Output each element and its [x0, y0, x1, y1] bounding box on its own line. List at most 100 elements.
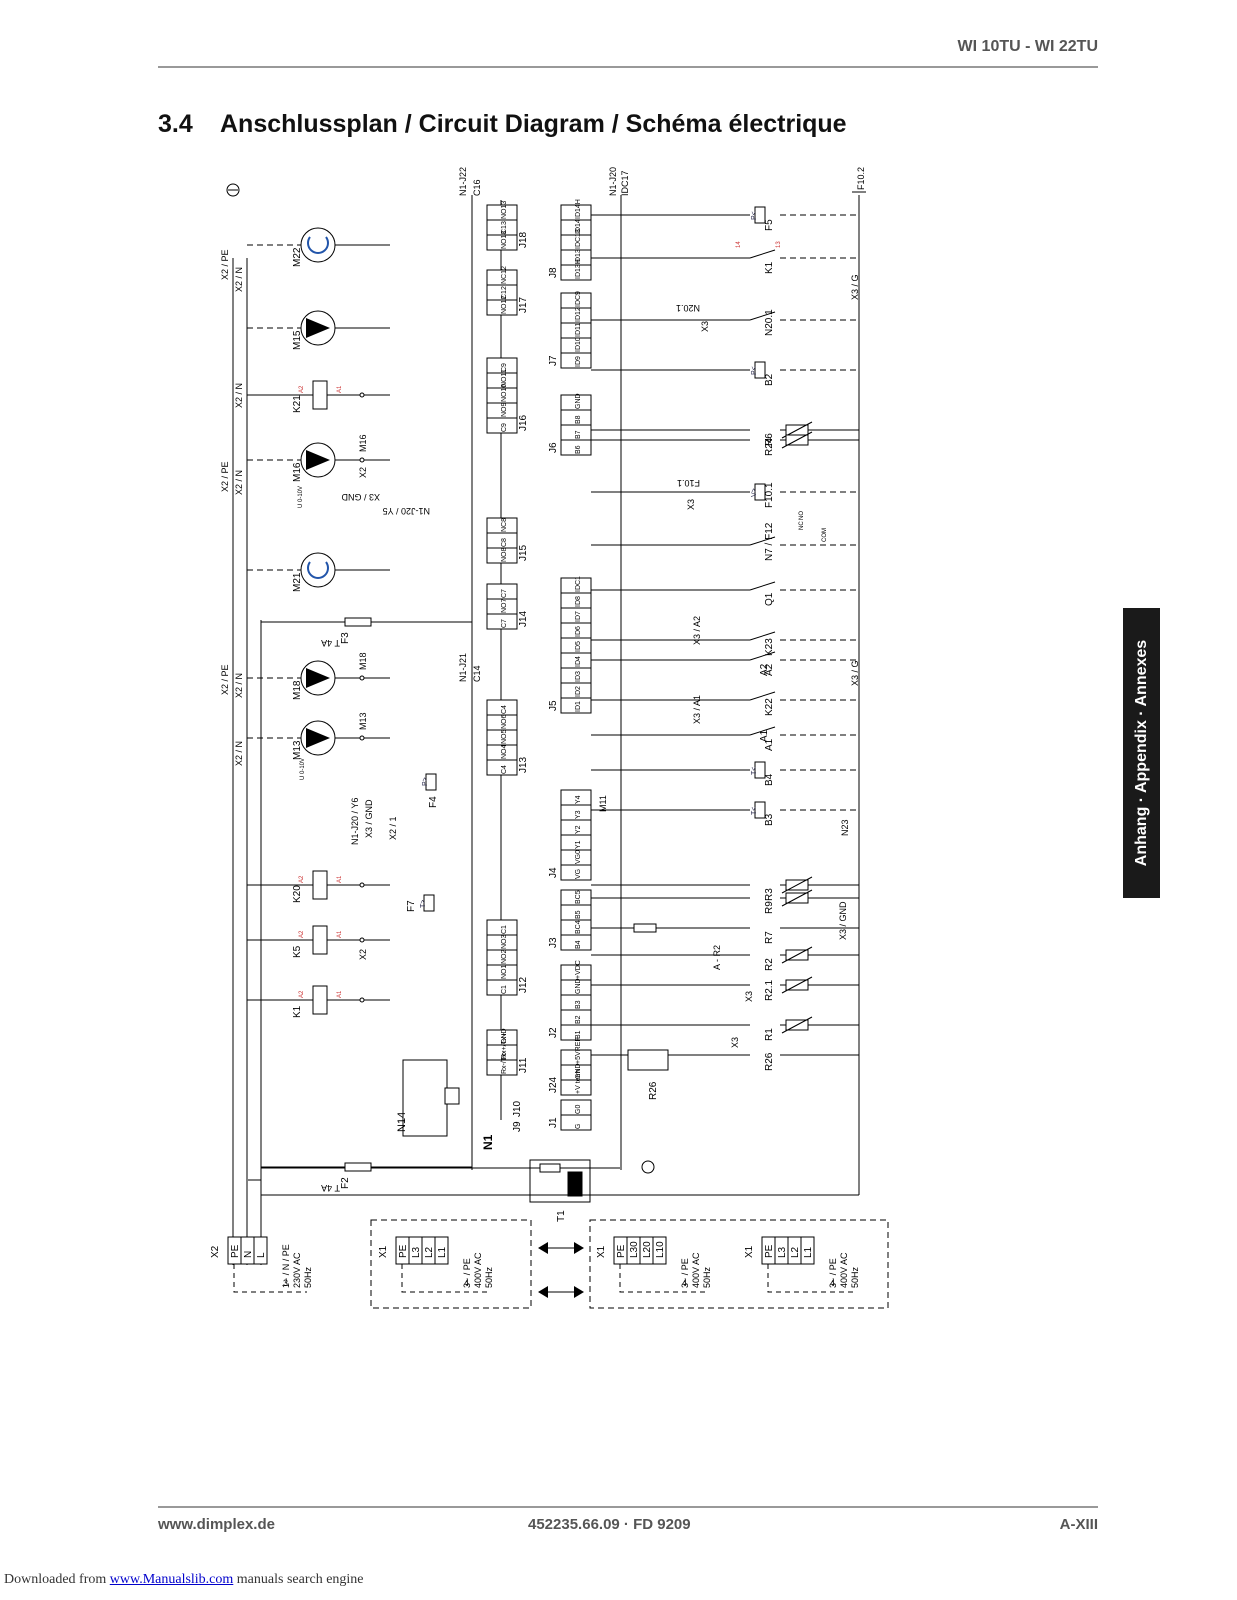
label-x3-a2: X3 / A2 — [692, 616, 702, 645]
terminal-pin-label: IDC9 — [575, 291, 582, 307]
terminal-block — [486, 583, 518, 630]
switch-box — [754, 761, 766, 779]
label-a-r2: A - R2 — [712, 945, 722, 970]
terminal-pin-label: IDC13 — [575, 229, 582, 249]
appendix-side-tab-label: Anhang · Appendix · Annexes — [1132, 639, 1150, 867]
terminal-pin-label: GND — [575, 978, 582, 994]
component-label: R2.1 — [764, 979, 775, 1001]
label-n1-j21: N1-J21 — [458, 653, 468, 682]
component-label: N7 / F12 — [764, 522, 775, 561]
switch-symbol: P< — [751, 211, 758, 220]
fuse-rating: T 4A — [321, 638, 340, 648]
transformer-fuse — [539, 1163, 561, 1173]
option-frame — [370, 1219, 532, 1309]
cable-number: 4 — [464, 1278, 469, 1288]
contact-switch — [749, 631, 776, 641]
terminal-pin-label: B8 — [575, 415, 582, 424]
switch-symbol: T> — [420, 900, 427, 908]
manualslib-link[interactable]: www.Manualslib.com — [109, 1572, 234, 1587]
terminal-block-name: J12 — [518, 976, 529, 993]
label-x2-pe: X2 / PE — [220, 249, 230, 280]
terminal-pin-label: NO8 — [501, 548, 508, 563]
supply-pin — [652, 1236, 667, 1265]
supply-cable — [233, 1264, 307, 1293]
label-x3: X3 — [700, 321, 710, 332]
terminal-pin-label: C13 — [501, 221, 508, 234]
switch-box — [423, 894, 435, 912]
terminal-pin-label: NO13 — [501, 231, 508, 249]
label-x2-n: X2 / N — [234, 741, 244, 766]
terminal-pin-label: B4 — [575, 940, 582, 949]
contact-switch — [749, 726, 776, 736]
label-n1-j20-y6: N1-J20 / Y6 — [350, 798, 360, 845]
label-x2: X2 — [358, 949, 368, 960]
component-label: M18 — [292, 680, 303, 700]
component-label: F10.1 — [764, 482, 775, 508]
terminal-block — [486, 269, 518, 316]
label-x2-pe: X2 / PE — [220, 461, 230, 492]
coil-terminal-label: A2 — [299, 930, 305, 938]
supply-pin-label: PE — [616, 1244, 627, 1258]
terminal-pin-label: B5 — [575, 910, 582, 919]
component-label: M18 — [358, 652, 368, 670]
terminal-block-name: J17 — [518, 296, 529, 313]
component-label: K5 — [292, 945, 303, 958]
label-idc17: IDC17 — [620, 170, 630, 196]
label-x3-g: X3 / G — [850, 660, 860, 686]
terminal-pin-label: NC8 — [501, 518, 508, 532]
component-label: K23 — [764, 638, 775, 656]
transformer-label: T1 — [556, 1210, 567, 1222]
terminal-dot — [359, 937, 365, 943]
document-model-header: WI 10TU - WI 22TU — [957, 38, 1098, 55]
resistor-symbol — [633, 923, 657, 933]
terminal-pin-label: ID3 — [575, 671, 582, 682]
motor-arrow — [307, 561, 329, 579]
supply-spec: 50Hz — [484, 1266, 494, 1288]
terminal-block-name: J2 — [548, 1027, 559, 1038]
coil-terminal-label: A2 — [299, 385, 305, 393]
component-label: R26 — [764, 1052, 775, 1071]
terminal-pin-label: +5VREF — [575, 1037, 582, 1064]
label-x2-1: X2 / 1 — [388, 816, 398, 840]
terminal-pin-label: C9 — [501, 423, 508, 432]
terminal-pin-label: C4 — [501, 705, 508, 714]
terminal-block — [560, 292, 592, 369]
terminal-block-name: J9 — [512, 1121, 523, 1132]
terminal-pin-label: NO10 — [501, 384, 508, 402]
terminal-pin-label: C4 — [501, 765, 508, 774]
terminal-pin-label: NO9 — [501, 403, 508, 418]
pump-triangle — [306, 668, 330, 688]
supply-pin-label: L1 — [803, 1246, 814, 1258]
component-label: N20.1 — [764, 309, 775, 336]
switch-symbol: T< — [751, 767, 758, 775]
terminal-pin-label: Y1 — [575, 840, 582, 849]
display-connector — [444, 1087, 460, 1105]
component-label: K1 — [292, 1005, 303, 1018]
terminal-block-name: J15 — [518, 544, 529, 561]
sensor-diagonal — [781, 889, 813, 907]
component-label: K21 — [292, 395, 303, 413]
label-u-0-10v: U 0-10V — [298, 486, 304, 508]
terminal-dot — [359, 675, 365, 681]
supply-pin-label: N — [243, 1251, 254, 1258]
terminal-pin-label: B1 — [575, 1030, 582, 1039]
footer-document-number: 452235.66.09 · FD 9209 — [528, 1516, 691, 1533]
terminal-pin-label: ID1 — [575, 701, 582, 712]
switch-box — [754, 206, 766, 224]
terminal-pin-label: GND — [575, 1063, 582, 1079]
coil-terminal-label: A2 — [299, 875, 305, 883]
label-c16: C16 — [472, 179, 482, 196]
terminal-block-name: J6 — [548, 442, 559, 453]
coil-terminal-label: A1 — [337, 930, 343, 938]
terminal-block — [560, 577, 592, 714]
terminal-block — [486, 204, 518, 251]
footer-website[interactable]: www.dimplex.de — [158, 1516, 275, 1533]
terminal-block-name: J18 — [518, 231, 529, 248]
contact-switch — [749, 691, 776, 701]
terminal-block — [560, 964, 592, 1041]
appendix-side-tab[interactable]: Anhang · Appendix · Annexes — [1123, 608, 1160, 898]
download-note-suffix: manuals search engine — [236, 1572, 364, 1587]
supply-pin — [434, 1236, 449, 1265]
supply-spec: 400V AC — [473, 1252, 483, 1288]
